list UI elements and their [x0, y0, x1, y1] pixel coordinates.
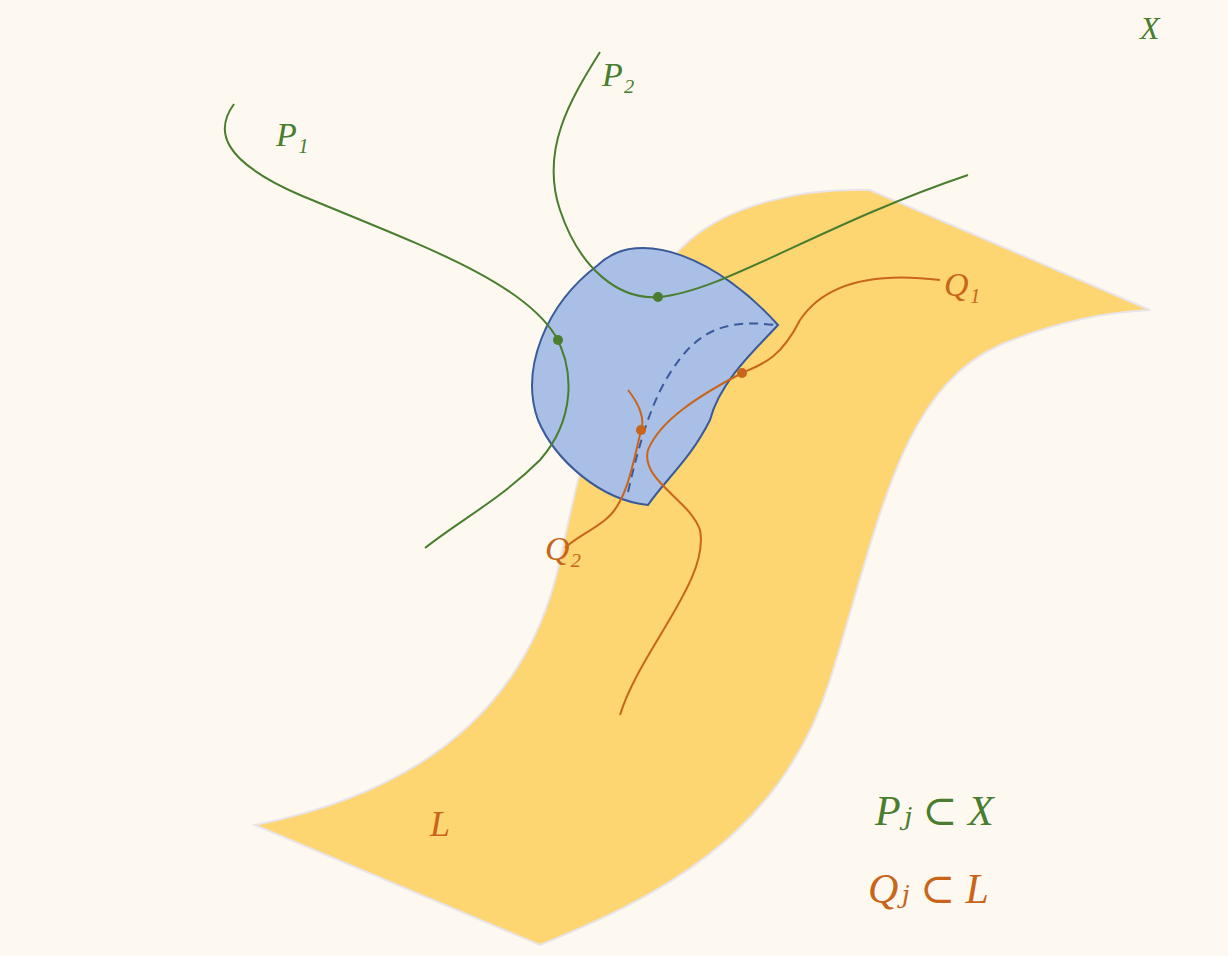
point: [653, 292, 663, 302]
surface-label: L: [430, 806, 450, 842]
curve-label: P₁: [276, 118, 309, 152]
curve-label: Q₁: [944, 268, 980, 302]
point: [737, 368, 747, 378]
inclusion-note: Pⱼ ⊂ X: [875, 790, 994, 832]
curve-q2: [565, 390, 642, 548]
curve-p1: [225, 104, 569, 548]
curve-label: P₂: [602, 58, 635, 92]
curve-label: Q₂: [545, 532, 581, 566]
point: [553, 335, 563, 345]
inclusion-note: Qⱼ ⊂ L: [868, 868, 989, 910]
surface-l: [255, 190, 1150, 945]
space-label: X: [1140, 12, 1160, 44]
curve-q1: [620, 277, 940, 715]
point: [636, 425, 646, 435]
curve-p2: [554, 52, 968, 297]
